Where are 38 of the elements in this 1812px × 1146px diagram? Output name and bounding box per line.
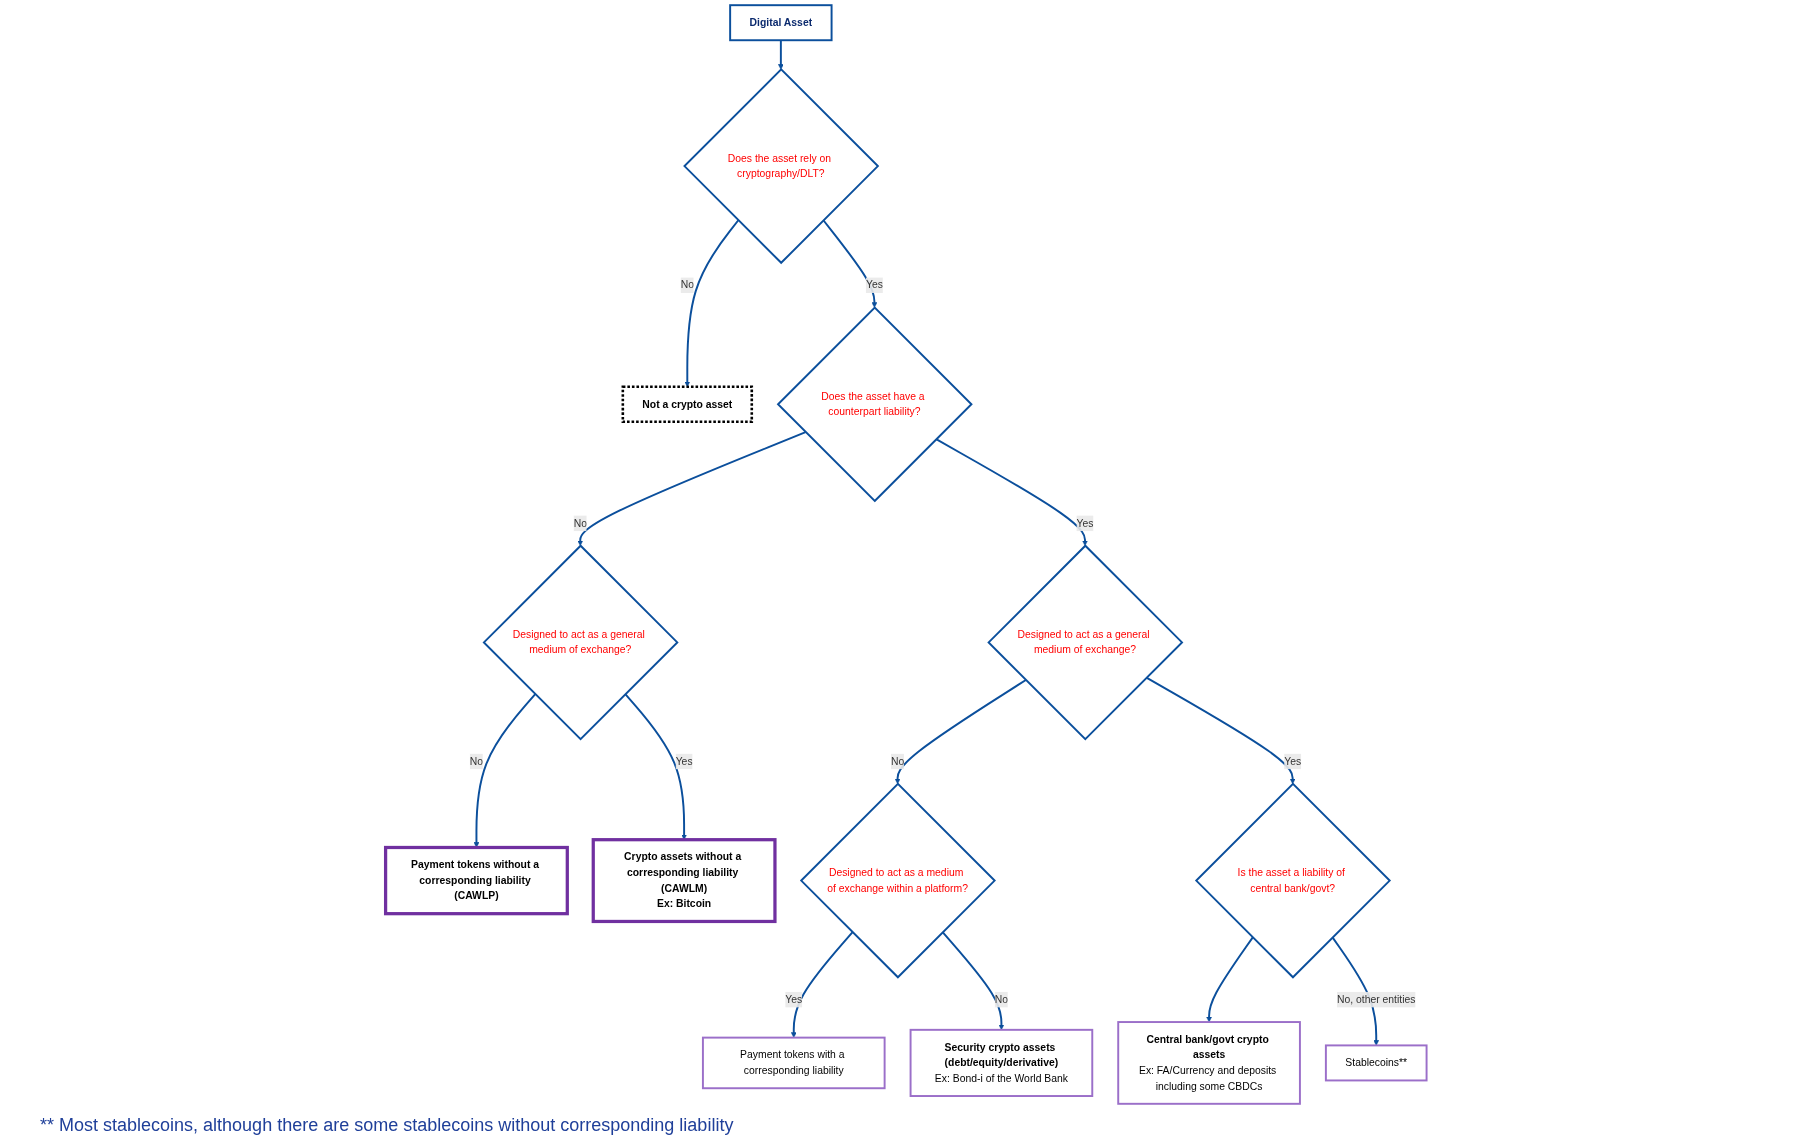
arrow xyxy=(624,693,687,840)
arrow xyxy=(684,219,740,387)
footnote: ** Most stablecoins, although there are some stablecoins without corresponding liability xyxy=(40,1115,735,1136)
arrow xyxy=(941,931,1005,1031)
node-diamond: Does the asset have a counterpart liability? xyxy=(776,306,973,503)
node-box: Crypto assets without a corresponding liability (CAWLM) Ex: Bitcoin xyxy=(591,838,777,924)
node-box: Not a crypto asset xyxy=(621,385,753,424)
node-diamond: Does the asset rely on cryptography/DLT? xyxy=(683,68,880,265)
arrow xyxy=(935,438,1088,546)
arrow xyxy=(473,693,537,848)
node-box: Stablecoins** xyxy=(1324,1044,1428,1082)
node-box: Central bank/govt crypto assets Ex: FA/Currency and deposits including some CBDCs xyxy=(1117,1021,1301,1105)
arrow xyxy=(790,931,854,1038)
edge-label: Yes xyxy=(1284,755,1302,767)
edge-label: Yes xyxy=(785,993,803,1005)
edge-label: No xyxy=(680,279,694,291)
arrow xyxy=(894,679,1027,785)
edge-label: Yes xyxy=(1076,517,1094,529)
edge-label: No xyxy=(573,517,587,529)
arrow xyxy=(777,39,784,70)
arrow xyxy=(1145,676,1296,785)
arrow xyxy=(577,431,807,546)
node-diamond: Is the asset a liability of central bank/govt? xyxy=(1194,782,1391,979)
edge-label: Yes xyxy=(675,755,693,767)
node-box: Security crypto assets (debt/equity/derivative) Ex: Bond-i of the World Bank xyxy=(909,1028,1094,1097)
edge-label: No xyxy=(994,993,1008,1005)
arrow xyxy=(822,219,878,308)
node-box: Payment tokens with a corresponding liability xyxy=(701,1036,886,1090)
node-diamond: Designed to act as a general medium of exchange? xyxy=(482,544,679,741)
edge-label: No xyxy=(890,755,905,767)
node-box: Payment tokens without a corresponding liability (CAWLP) xyxy=(383,845,569,916)
edge-label: No, other entities xyxy=(1336,993,1416,1005)
node-diamond: Designed to act as a general medium of exchange? xyxy=(987,544,1184,741)
edge-label: No xyxy=(469,755,483,767)
node-diamond: Designed to act as a medium of exchange within a platform? xyxy=(799,782,996,979)
arrow xyxy=(1206,936,1254,1023)
node-box: Digital Asset xyxy=(729,4,833,42)
edge-label: Yes xyxy=(865,279,883,291)
